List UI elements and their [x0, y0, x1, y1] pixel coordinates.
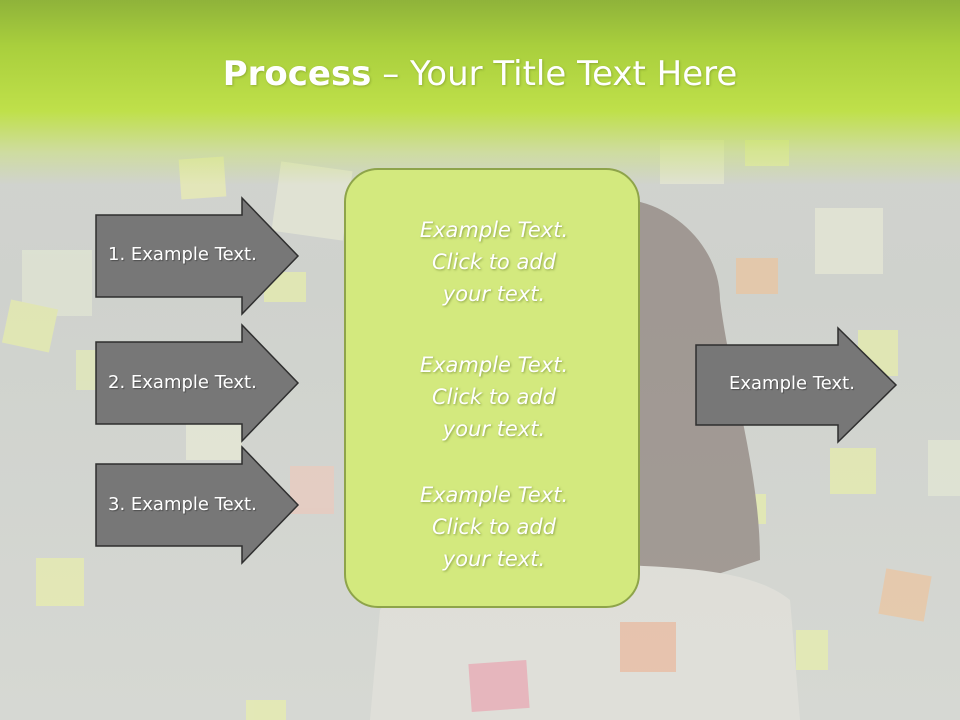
- center-block-1-line-3: your text.: [442, 282, 546, 306]
- step-2-label[interactable]: 2. Example Text.: [108, 372, 257, 393]
- center-block-2[interactable]: Example Text. Click to add your text.: [346, 349, 642, 445]
- step-1-label[interactable]: 1. Example Text.: [108, 244, 257, 265]
- title-rest: – Your Title Text Here: [371, 54, 738, 94]
- step-1-arrow[interactable]: [95, 196, 300, 316]
- slide-title[interactable]: Process – Your Title Text Here: [0, 52, 960, 96]
- center-block-2-line-3: your text.: [442, 417, 546, 441]
- title-band: [0, 0, 960, 185]
- step-3-label[interactable]: 3. Example Text.: [108, 494, 257, 515]
- step-3-arrow[interactable]: [95, 445, 300, 565]
- output-label[interactable]: Example Text.: [729, 373, 855, 394]
- center-block-3[interactable]: Example Text. Click to add your text.: [346, 479, 642, 575]
- center-block-1[interactable]: Example Text. Click to add your text.: [346, 214, 642, 310]
- center-block-2-line-1: Example Text.: [419, 353, 569, 377]
- center-text-box[interactable]: Example Text. Click to add your text. Ex…: [344, 168, 640, 608]
- output-arrow[interactable]: [695, 326, 898, 444]
- title-bold: Process: [222, 54, 372, 94]
- center-block-2-line-2: Click to add: [431, 385, 556, 409]
- center-block-1-line-2: Click to add: [431, 250, 556, 274]
- center-block-1-line-1: Example Text.: [419, 218, 569, 242]
- center-block-3-line-1: Example Text.: [419, 483, 569, 507]
- center-block-3-line-2: Click to add: [431, 515, 556, 539]
- step-2-arrow[interactable]: [95, 323, 300, 443]
- center-block-3-line-3: your text.: [442, 547, 546, 571]
